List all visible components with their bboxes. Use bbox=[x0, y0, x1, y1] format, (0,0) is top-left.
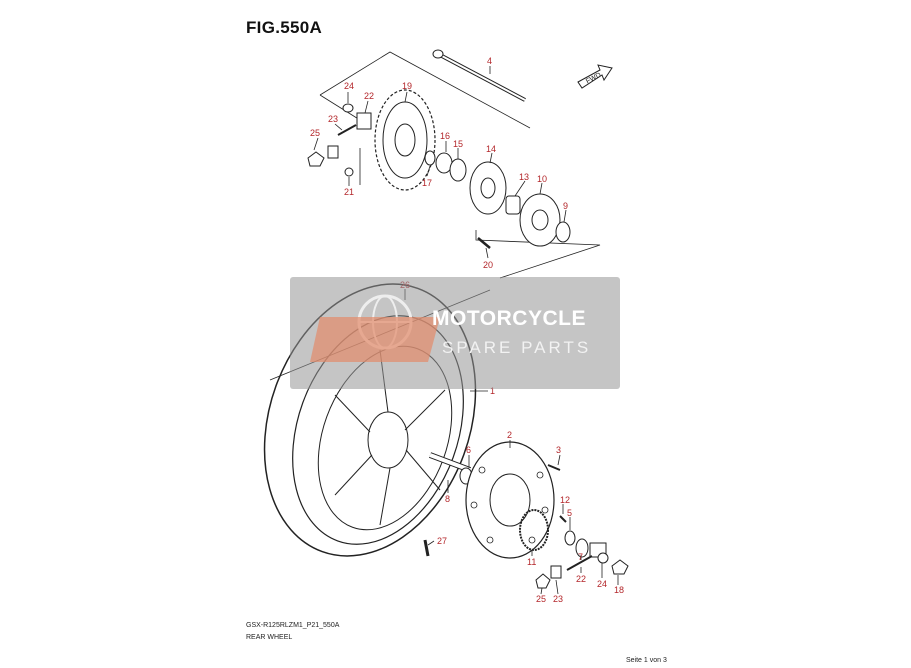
watermark-title: MOTORCYCLE bbox=[432, 307, 586, 330]
callout-16: 16 bbox=[440, 131, 450, 141]
adjuster-bolt-part bbox=[566, 555, 593, 571]
nut-part bbox=[307, 151, 325, 167]
sensor-ring-part bbox=[519, 509, 549, 551]
watermark-logo-icon bbox=[310, 294, 440, 362]
collar-part bbox=[505, 195, 521, 215]
washer-right-part bbox=[597, 552, 609, 564]
callout-27: 27 bbox=[437, 536, 447, 546]
callout-18: 18 bbox=[614, 585, 624, 595]
seal-front-part bbox=[564, 530, 576, 546]
callout-6: 6 bbox=[466, 445, 471, 455]
callout-7: 7 bbox=[578, 552, 583, 562]
callout-25: 25 bbox=[310, 128, 320, 138]
axle-part bbox=[432, 49, 526, 102]
bolt-part bbox=[337, 124, 357, 136]
bearing-front-part bbox=[575, 538, 589, 558]
frame-line-top bbox=[319, 51, 531, 129]
footer-figure-name: REAR WHEEL bbox=[246, 634, 293, 641]
watermark-banner: MOTORCYCLE SPARE PARTS bbox=[290, 277, 620, 389]
callout-20: 20 bbox=[483, 260, 493, 270]
bearing-right-part bbox=[555, 221, 571, 243]
disc-bolt-part bbox=[547, 464, 561, 471]
watermark-subtitle: SPARE PARTS bbox=[442, 338, 592, 357]
spacer-part bbox=[424, 150, 436, 166]
footer-drawing-code: GSX-R125RLZM1_P21_550A bbox=[246, 622, 340, 629]
plate-part bbox=[327, 145, 339, 159]
callout-23-lower: 23 bbox=[553, 594, 563, 604]
callout-24: 24 bbox=[344, 81, 354, 91]
nut-right-part bbox=[611, 559, 629, 575]
callout-14: 14 bbox=[486, 144, 496, 154]
sprocket-part bbox=[374, 89, 436, 191]
bracket-part bbox=[356, 112, 372, 130]
plate-right-part bbox=[550, 565, 562, 579]
frame-line-left bbox=[319, 94, 361, 121]
washer-part bbox=[342, 103, 354, 113]
hub-part bbox=[469, 161, 507, 215]
callout-9: 9 bbox=[563, 201, 568, 211]
callout-23: 23 bbox=[328, 114, 338, 124]
fwd-label: FWD bbox=[585, 72, 602, 86]
callout-5: 5 bbox=[567, 508, 572, 518]
callout-3: 3 bbox=[556, 445, 561, 455]
callout-17: 17 bbox=[422, 178, 432, 188]
callout-4: 4 bbox=[487, 56, 492, 66]
callout-1: 1 bbox=[490, 386, 495, 396]
callout-2: 2 bbox=[507, 430, 512, 440]
brake-disc-part bbox=[465, 441, 555, 559]
stud-part bbox=[477, 237, 491, 249]
seal-part bbox=[449, 158, 467, 182]
callout-22-lower: 22 bbox=[576, 574, 586, 584]
fwd-arrow-icon: FWD bbox=[577, 64, 613, 89]
callout-22: 22 bbox=[364, 91, 374, 101]
callout-12: 12 bbox=[560, 495, 570, 505]
callout-10: 10 bbox=[537, 174, 547, 184]
small-bolt-part bbox=[559, 515, 567, 523]
callout-24-lower: 24 bbox=[597, 579, 607, 589]
page-indicator: Seite 1 von 3 bbox=[626, 657, 667, 664]
callout-11: 11 bbox=[527, 557, 536, 567]
figure-title: FIG.550A bbox=[246, 18, 323, 37]
nut-small-part bbox=[344, 167, 354, 177]
leader-lines bbox=[313, 66, 619, 595]
valve-part bbox=[423, 539, 430, 557]
damper-part bbox=[519, 193, 561, 247]
callout-25-lower: 25 bbox=[536, 594, 546, 604]
callout-8: 8 bbox=[445, 494, 450, 504]
callout-13: 13 bbox=[519, 172, 529, 182]
nut-left-part bbox=[535, 573, 551, 589]
callout-15: 15 bbox=[453, 139, 463, 149]
callout-19: 19 bbox=[402, 81, 412, 91]
callout-21: 21 bbox=[344, 187, 354, 197]
